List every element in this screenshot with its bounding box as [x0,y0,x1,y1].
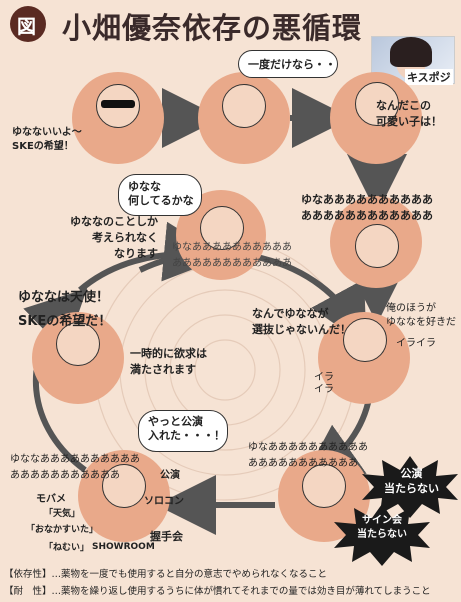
panel-8-murmur: ゆななああああああああああ あああああああああああ [10,454,140,481]
panel-7-text: ゆななは天使！ SKEの希望だ！ [18,290,112,329]
title-badge-text: 図 [17,16,37,38]
character-6 [343,318,387,362]
panel-6-text: なんでゆななが 選抜じゃないんだ！ [252,307,351,336]
character-2 [222,84,266,128]
photo-hair [390,37,432,67]
panel-1-text: ゆなないいよ〜 SKEの希望！ [12,127,82,152]
item-akushukai: 握手会 [150,530,183,543]
burst-1-shape [362,456,458,518]
item-tenki: 「天気」 [44,509,81,519]
character-5 [200,206,244,250]
panel-8-bubble [138,410,228,452]
burst-1-text: 公演 当たらない [384,467,439,495]
item-onaka: 「おなかすいた」 [26,525,99,535]
panel-8-bubble-text: やっと公演 入れた・・・！ [148,415,225,442]
irairira-bottom: イラ イラ [314,372,334,395]
title-badge: 図 [10,6,46,42]
character-7 [56,322,100,366]
center-text: 一時的に欲求は 満たされます [130,347,207,376]
character-8 [102,464,146,508]
item-kouen: 公演 [160,470,180,481]
item-nemui: 「ねむい」 [44,543,90,553]
burst-2-shape [334,504,430,566]
panel-4-text: ゆなああああああああああ ああああああああああああ [301,193,433,222]
item-mobame: モバメ [36,494,66,505]
character-1 [96,84,140,128]
sunglasses-icon [101,100,135,108]
panel-5-bubble [118,174,202,216]
character-4 [355,224,399,268]
page-title: 小畑優奈依存の悪循環 [62,11,363,45]
burst-2-text: サイン会 当たらない [357,515,407,540]
footer-line-2: 【耐 性】…薬物を繰り返し使用するうちに体が慣れてそれまでの量では効き目が薄れて… [4,586,431,597]
footer-line-1: 【依存性】…薬物を一度でも使用すると自分の意志でやめられなくなること [4,569,328,580]
panel-2-bubble-text: 一度だけなら・・ [248,58,336,71]
item-showroom: SHOWROOM [92,542,155,552]
photo-caption: キスポジ [405,69,453,85]
character-3 [355,82,399,126]
panel-3-text: なんだこの 可愛い子は！ [376,99,442,128]
character-9 [302,464,346,508]
irairira-top: イライラ [396,338,436,349]
panel-5-murmur: ゆなああああああああああ ああああああああああああ [172,242,292,269]
panel-6-side-text: 俺のほうが ゆななを好きだ [386,303,456,328]
panel-5-text: ゆななのことしか 考えられなく なります [70,215,158,260]
panel-9-murmur: ゆなああああああああああ あああああああああああ [248,442,368,469]
panel-2-bubble [238,50,338,78]
item-solocon: ソロコン [144,496,184,507]
panel-5-bubble-text: ゆなな 何してるかな [128,180,194,207]
